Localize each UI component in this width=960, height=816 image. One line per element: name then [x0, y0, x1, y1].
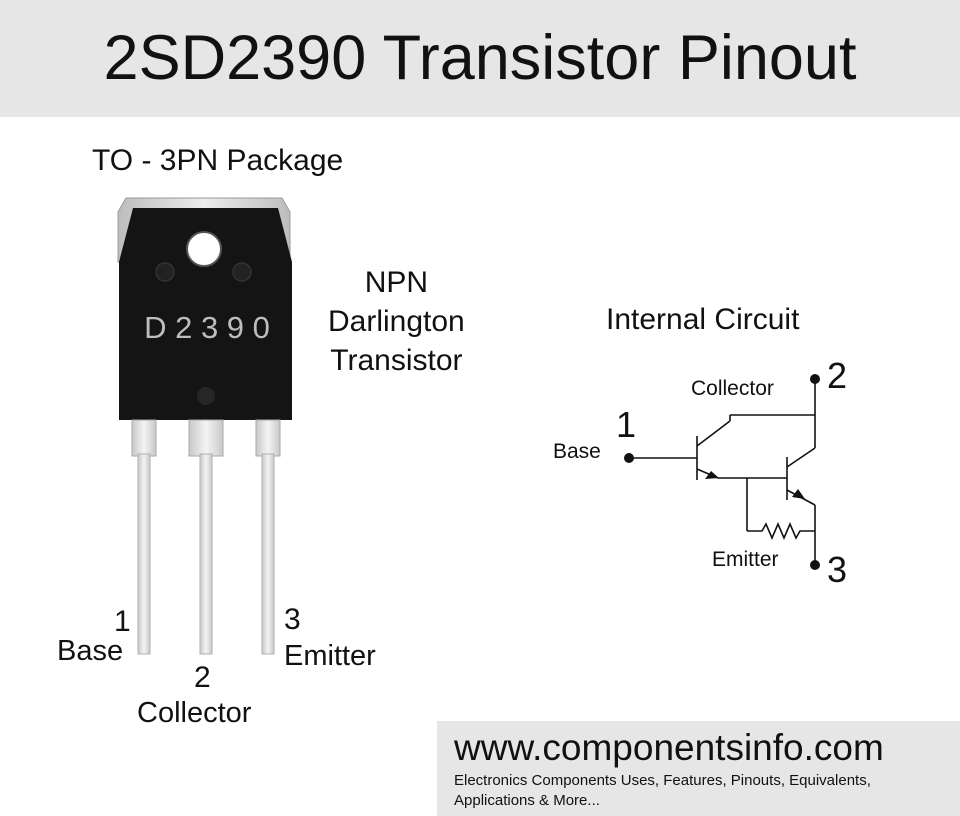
description-line-1: NPN — [364, 266, 429, 299]
q2-collector-leg — [786, 447, 816, 468]
circuit-collector-number: 2 — [827, 355, 848, 396]
pin-1-number: 1 — [114, 605, 131, 638]
pin-1-name: Base — [57, 635, 124, 667]
description-line-3: Transistor — [330, 344, 463, 377]
base-terminal-dot — [624, 453, 634, 463]
lead-emitter — [261, 453, 275, 655]
transistor-package — [117, 197, 292, 655]
pin-2-name: Collector — [137, 697, 252, 729]
page-title: 2SD2390 Transistor Pinout — [103, 23, 857, 93]
lead-collector — [199, 453, 213, 655]
resistor — [747, 521, 815, 541]
transistor-description: NPN Darlington Transistor — [328, 263, 465, 380]
pin-3-name: Emitter — [284, 640, 376, 672]
website-url: www.componentsinfo.com — [454, 727, 884, 768]
circuit-collector-label: Collector — [691, 377, 774, 400]
package-marking: D 2 3 9 0 — [144, 310, 270, 345]
footer-panel — [437, 721, 960, 816]
internal-circuit-schematic — [629, 379, 816, 565]
q2-emitter-arrow — [792, 489, 805, 499]
website-tagline: Electronics Components Uses, Features, P… — [454, 772, 871, 809]
pin-3-number: 3 — [284, 603, 301, 636]
package-body — [119, 208, 292, 420]
internal-circuit-title: Internal Circuit — [606, 303, 800, 336]
q1-collector-leg — [696, 420, 731, 447]
lead-collector-shoulder — [188, 419, 224, 457]
lead-emitter-shoulder — [255, 419, 281, 457]
q1-emitter-arrow — [705, 471, 719, 479]
collector-terminal-dot — [810, 374, 820, 384]
body-dimple-bottom — [197, 387, 215, 405]
emitter-terminal-dot — [810, 560, 820, 570]
lead-base-shoulder — [131, 419, 157, 457]
body-dimple-right — [232, 262, 252, 282]
circuit-emitter-number: 3 — [827, 549, 848, 590]
package-title: TO - 3PN Package — [92, 144, 344, 177]
circuit-base-number: 1 — [616, 404, 637, 445]
circuit-emitter-label: Emitter — [712, 548, 779, 571]
description-line-2: Darlington — [328, 305, 465, 338]
circuit-base-label: Base — [553, 440, 601, 463]
body-dimple-left — [155, 262, 175, 282]
lead-base — [137, 453, 151, 655]
pin-2-number: 2 — [194, 661, 211, 694]
mounting-hole — [186, 231, 222, 267]
header-bar — [0, 0, 960, 117]
